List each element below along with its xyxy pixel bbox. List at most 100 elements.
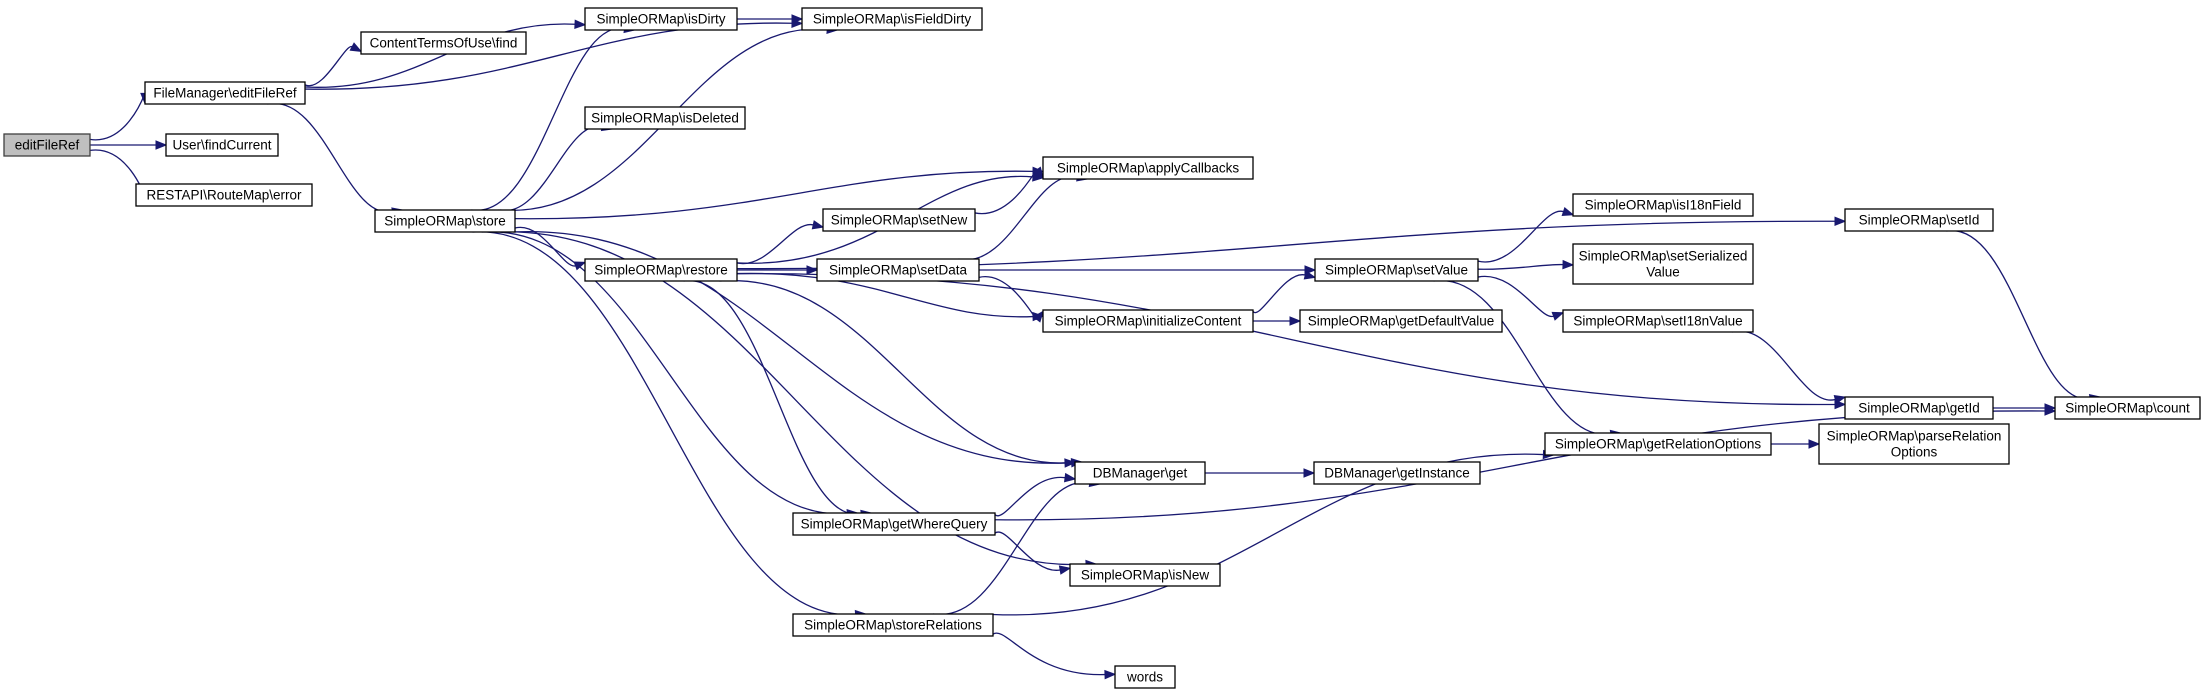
arrowhead-icon	[1033, 166, 1044, 179]
node-isNew[interactable]: SimpleORMap\isNew	[1069, 563, 1221, 587]
node-db_get[interactable]: DBManager\get	[1074, 461, 1206, 485]
node-label: DBManager\get	[1093, 466, 1188, 481]
edge-line	[497, 125, 603, 212]
node-setI18nValue[interactable]: SimpleORMap\setI18nValue	[1562, 309, 1754, 333]
call-edge-setId-to-count	[1946, 230, 2102, 404]
node-label: Options	[1891, 445, 1938, 460]
call-edge-db_get-to-db_getInstance	[1205, 468, 1316, 478]
node-box	[144, 81, 306, 105]
node-applyCallbacks[interactable]: SimpleORMap\applyCallbacks	[1042, 156, 1254, 180]
call-edge-editFileRef-to-user_findCurrent	[90, 140, 168, 150]
node-count[interactable]: SimpleORMap\count	[2054, 396, 2201, 420]
call-edge-setValue-to-getRelationOptions	[1433, 280, 1623, 440]
node-label: SimpleORMap\isFieldDirty	[813, 12, 972, 27]
node-setValue[interactable]: SimpleORMap\setValue	[1314, 258, 1479, 282]
node-label: SimpleORMap\getRelationOptions	[1555, 437, 1762, 452]
arrowhead-icon	[1058, 565, 1072, 575]
edge-line	[513, 231, 1066, 464]
node-label: SimpleORMap\applyCallbacks	[1057, 161, 1240, 176]
call-edge-initializeContent-to-setValue	[1252, 270, 1317, 314]
edge-line	[933, 481, 1090, 615]
call-edge-editFileRef-to-fm_editFileRef	[89, 92, 150, 141]
arrowhead-icon	[1303, 270, 1317, 280]
node-label: SimpleORMap\isDeleted	[591, 111, 739, 126]
call-edge-restore-to-db_get	[719, 280, 1083, 468]
node-box	[1069, 563, 1221, 587]
node-box	[1114, 665, 1176, 689]
edge-line	[304, 46, 353, 87]
arrowhead-icon	[811, 220, 825, 230]
arrowhead-icon	[1063, 472, 1077, 483]
call-edge-initializeContent-to-getDefaultValue	[1253, 316, 1302, 326]
node-getId[interactable]: SimpleORMap\getId	[1844, 396, 1994, 420]
node-label: SimpleORMap\setValue	[1325, 263, 1468, 278]
node-initializeContent[interactable]: SimpleORMap\initializeContent	[1042, 309, 1254, 333]
call-edge-setValue-to-isI18nField	[1477, 206, 1575, 263]
node-getRelationOptions[interactable]: SimpleORMap\getRelationOptions	[1544, 432, 1772, 456]
function-nodes: editFileRef FileManager\editFileRefUser\f…	[3, 7, 2201, 689]
node-setNew[interactable]: SimpleORMap\setNew	[822, 208, 976, 232]
node-label: SimpleORMap\getDefaultValue	[1308, 314, 1495, 329]
call-edge-setData-to-applyCallbacks	[958, 172, 1089, 261]
node-restore[interactable]: SimpleORMap\restore	[584, 258, 738, 282]
arrowhead-icon	[155, 140, 168, 150]
edge-line	[992, 453, 1544, 616]
node-isI18nField[interactable]: SimpleORMap\isI18nField	[1572, 193, 1754, 217]
node-storeRelations[interactable]: SimpleORMap\storeRelations	[792, 613, 994, 637]
node-box	[2054, 396, 2201, 420]
edge-line	[1732, 330, 1836, 401]
edge-line	[514, 170, 1034, 220]
node-db_getInstance[interactable]: DBManager\getInstance	[1313, 461, 1481, 485]
node-ctou_find[interactable]: ContentTermsOfUse\find	[360, 31, 527, 55]
node-label: SimpleORMap\getWhereQuery	[801, 517, 988, 532]
node-label: Value	[1646, 265, 1680, 280]
node-box	[792, 613, 994, 637]
node-box	[584, 106, 746, 130]
node-label: DBManager\getInstance	[1324, 466, 1470, 481]
node-setData[interactable]: SimpleORMap\setData	[816, 258, 980, 282]
arrowhead-icon	[1562, 259, 1575, 270]
node-getDefaultValue[interactable]: SimpleORMap\getDefaultValue	[1299, 309, 1503, 333]
call-edge-getWhereQuery-to-db_get	[994, 472, 1077, 517]
call-edge-setI18nValue-to-getId	[1732, 330, 1847, 405]
node-box	[1299, 309, 1503, 333]
node-box	[792, 512, 996, 536]
node-label: editFileRef	[15, 138, 80, 153]
node-isDeleted[interactable]: SimpleORMap\isDeleted	[584, 106, 746, 130]
node-box	[816, 258, 980, 282]
call-edge-setValue-to-setSerializedValue	[1477, 259, 1575, 270]
node-store[interactable]: SimpleORMap\store	[374, 209, 516, 233]
node-label: SimpleORMap\isI18nField	[1585, 198, 1742, 213]
call-edge-setNew-to-applyCallbacks	[974, 166, 1044, 215]
node-box	[1313, 461, 1481, 485]
arrowhead-icon	[1303, 468, 1316, 478]
node-box	[584, 258, 738, 282]
edge-line	[1477, 210, 1564, 263]
node-restapi_error[interactable]: RESTAPI\RouteMap\error	[135, 183, 313, 207]
call-edge-fm_editFileRef-to-isDirty	[304, 19, 587, 88]
node-label: SimpleORMap\setSerialized	[1579, 249, 1748, 264]
node-box	[1818, 423, 2010, 465]
node-box	[584, 7, 738, 31]
node-isDirty[interactable]: SimpleORMap\isDirty	[584, 7, 738, 31]
call-edge-fm_editFileRef-to-ctou_find	[304, 42, 363, 87]
node-editFileRef[interactable]: editFileRef	[3, 133, 91, 157]
edge-line	[1252, 274, 1306, 314]
call-edge-store-to-storeRelations	[472, 231, 867, 620]
edge-line	[994, 531, 1061, 571]
node-box	[1544, 432, 1772, 456]
node-box	[1562, 309, 1754, 333]
node-fm_editFileRef[interactable]: FileManager\editFileRef	[144, 81, 306, 105]
edge-line	[683, 280, 862, 516]
node-setId[interactable]: SimpleORMap\setId	[1844, 208, 1994, 232]
node-box	[360, 31, 527, 55]
edge-line	[514, 226, 576, 267]
edge-line	[493, 231, 1087, 566]
node-getWhereQuery[interactable]: SimpleORMap\getWhereQuery	[792, 512, 996, 536]
node-isFieldDirty[interactable]: SimpleORMap\isFieldDirty	[801, 7, 983, 31]
node-words[interactable]: words	[1114, 665, 1176, 689]
node-user_findCurrent[interactable]: User\findCurrent	[165, 133, 279, 157]
